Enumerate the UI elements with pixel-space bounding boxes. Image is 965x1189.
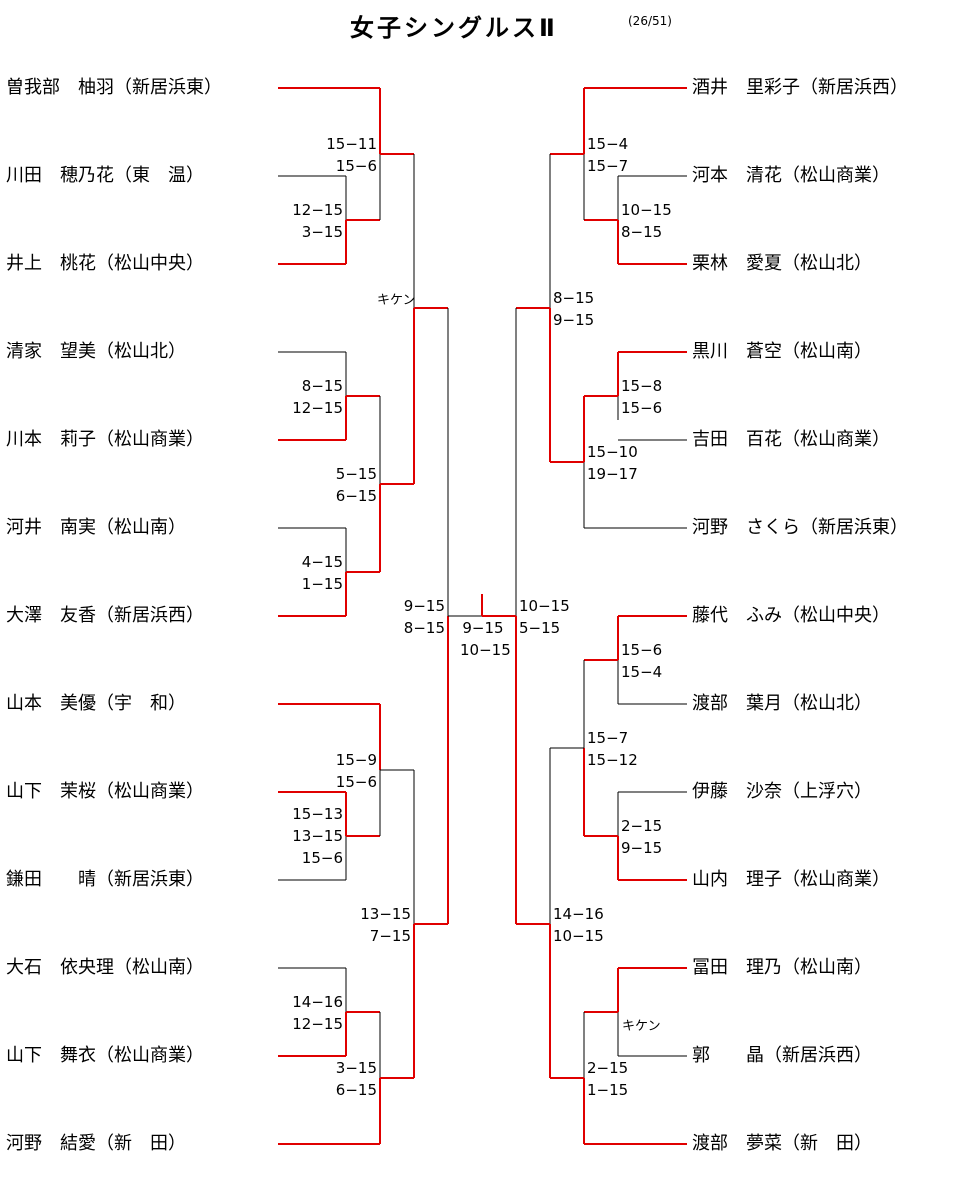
player-right: 郭 晶（新居浜西） (692, 1045, 872, 1066)
player-right: 伊藤 沙奈（上浮穴） (692, 781, 872, 802)
player-right: 藤代 ふみ（松山中央） (692, 605, 890, 626)
player-right: 酒井 里彩子（新居浜西） (692, 77, 908, 98)
player-left: 山本 美優（宇 和） (6, 693, 186, 714)
withdrawal-label: キケン (377, 293, 416, 308)
player-right: 黒川 蒼空（松山南） (692, 341, 872, 362)
player-right: 吉田 百花（松山商業） (692, 429, 890, 450)
player-left: 山下 舞衣（松山商業） (6, 1045, 204, 1066)
player-right: 冨田 理乃（松山南） (692, 957, 872, 978)
player-right: 山内 理子（松山商業） (692, 869, 890, 890)
player-left: 曽我部 柚羽（新居浜東） (6, 77, 222, 98)
player-left: 山下 茉桜（松山商業） (6, 781, 204, 802)
player-left: 大澤 友香（新居浜西） (6, 605, 204, 626)
withdrawal-label: キケン (622, 1019, 661, 1034)
player-right: 渡部 夢菜（新 田） (692, 1133, 872, 1154)
player-left: 清家 望美（松山北） (6, 341, 186, 362)
player-left: 河野 結愛（新 田） (6, 1133, 186, 1154)
player-left: 河井 南実（松山南） (6, 517, 186, 538)
player-left: 井上 桃花（松山中央） (6, 253, 204, 274)
player-right: 河本 清花（松山商業） (692, 165, 890, 186)
page-title: 女子シングルスⅡ (350, 14, 558, 42)
player-left: 鎌田 晴（新居浜東） (6, 869, 204, 890)
page-subtitle: (26/51) (628, 14, 672, 28)
player-left: 川本 莉子（松山商業） (6, 429, 204, 450)
player-right: 河野 さくら（新居浜東） (692, 517, 908, 538)
player-right: 渡部 葉月（松山北） (692, 693, 872, 714)
player-left: 大石 依央理（松山南） (6, 957, 204, 978)
player-left: 川田 穂乃花（東 温） (6, 165, 204, 186)
player-right: 栗林 愛夏（松山北） (692, 253, 872, 274)
